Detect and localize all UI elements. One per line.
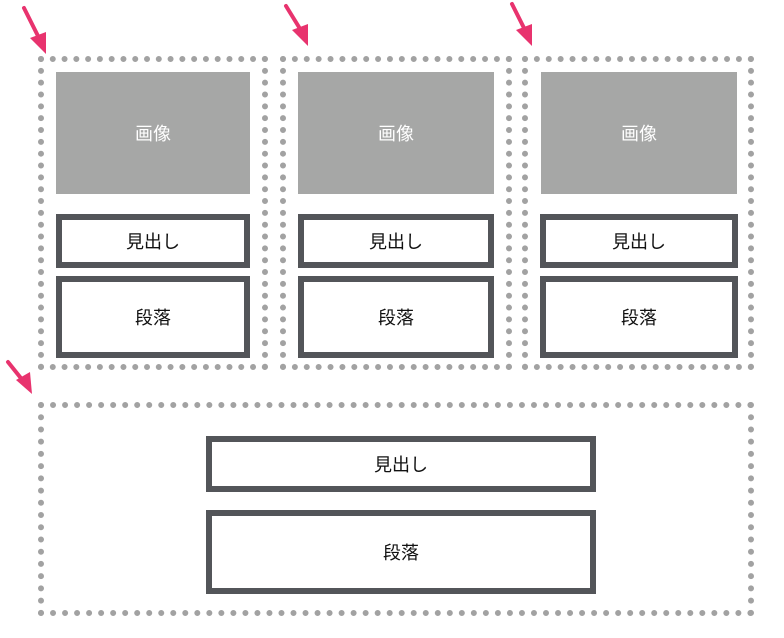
arrow-icon [510,2,532,46]
heading-block: 見出し [206,436,596,492]
arrow-icon [6,360,32,394]
card-2: 画像 見出し 段落 [280,56,512,370]
card-1: 画像 見出し 段落 [38,56,268,370]
card-3: 画像 見出し 段落 [522,56,754,370]
heading-block: 見出し [56,214,250,268]
paragraph-block: 段落 [56,276,250,358]
arrow-icon [22,6,46,54]
heading-block: 見出し [298,214,494,268]
wide-card: 見出し 段落 [38,402,754,616]
image-placeholder: 画像 [298,72,494,194]
paragraph-block: 段落 [206,510,596,594]
image-placeholder: 画像 [541,72,737,194]
heading-block: 見出し [540,214,738,268]
paragraph-block: 段落 [298,276,494,358]
paragraph-block: 段落 [540,276,738,358]
arrow-icon [284,4,308,46]
image-placeholder: 画像 [56,72,250,194]
